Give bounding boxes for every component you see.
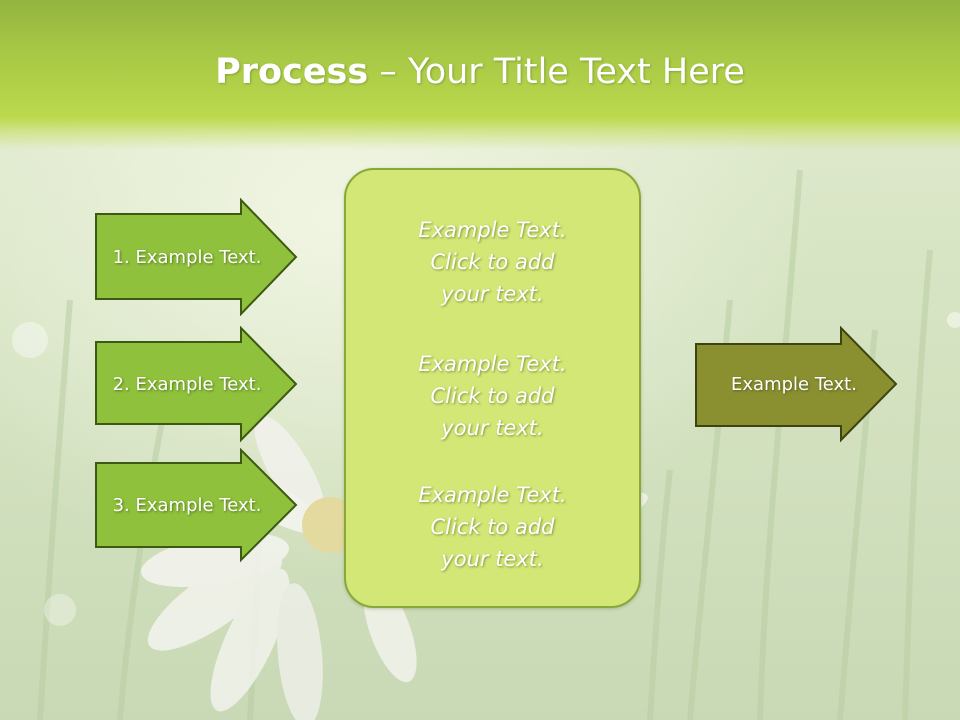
center-text-block-2: Example Text. Click to add your text. xyxy=(346,348,639,444)
arrow-shape xyxy=(95,326,298,443)
center-text-line: your text. xyxy=(441,416,544,440)
right-arrow[interactable]: Example Text. xyxy=(694,326,900,444)
left-arrow-3[interactable]: 3. Example Text. xyxy=(94,448,300,566)
center-text-block-3: Example Text. Click to add your text. xyxy=(346,479,639,575)
arrow-shape xyxy=(695,326,898,443)
center-text-line: Click to add xyxy=(430,515,555,539)
left-arrow-label: 2. Example Text. xyxy=(112,373,262,395)
title-bar xyxy=(0,0,960,150)
left-arrow-2[interactable]: 2. Example Text. xyxy=(94,326,300,444)
center-text-block-1: Example Text. Click to add your text. xyxy=(346,214,639,310)
arrow-shape xyxy=(95,198,298,316)
title-dash: – xyxy=(368,52,408,92)
left-arrow-1[interactable]: 1. Example Text. xyxy=(94,198,300,316)
right-arrow-label: Example Text. xyxy=(731,373,857,395)
center-text-line: Example Text. xyxy=(418,483,567,507)
center-text-line: Click to add xyxy=(430,250,555,274)
center-text-line: Click to add xyxy=(430,384,555,408)
left-arrow-label: 3. Example Text. xyxy=(112,494,262,516)
title-rest: Your Title Text Here xyxy=(407,52,745,92)
arrow-shape xyxy=(95,448,298,563)
center-text-line: Example Text. xyxy=(418,352,567,376)
left-arrow-label: 1. Example Text. xyxy=(112,246,262,268)
center-text-line: your text. xyxy=(441,282,544,306)
center-text-line: your text. xyxy=(441,547,544,571)
slide-title[interactable]: Process – Your Title Text Here xyxy=(0,52,960,92)
center-text-line: Example Text. xyxy=(418,218,567,242)
title-bold: Process xyxy=(215,52,369,92)
center-text-box[interactable]: Example Text. Click to add your text. Ex… xyxy=(344,168,641,608)
